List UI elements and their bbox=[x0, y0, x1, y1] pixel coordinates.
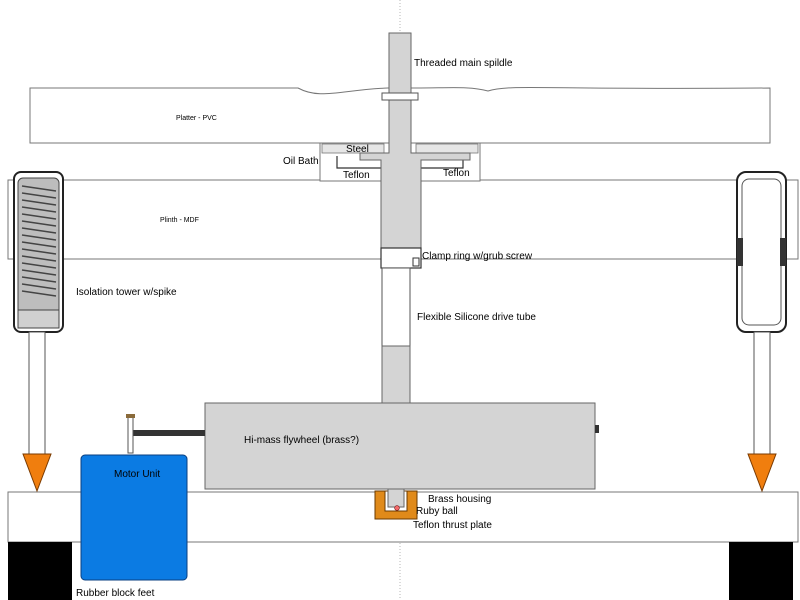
motor-shaft-cap bbox=[126, 414, 135, 418]
teflon-bearing-left bbox=[336, 156, 385, 169]
isolation-tower-inner-right bbox=[741, 178, 782, 326]
spike-right bbox=[747, 453, 777, 493]
label-brass-housing: Brass housing bbox=[428, 494, 491, 505]
isolation-tower-base-left bbox=[17, 309, 60, 329]
flywheel bbox=[204, 402, 596, 490]
label-flywheel: Hi-mass flywheel (brass?) bbox=[244, 435, 359, 446]
isolation-tower-clip-left bbox=[737, 238, 743, 266]
spike-rod-right bbox=[753, 331, 771, 455]
label-isolation-tower: Isolation tower w/spike bbox=[76, 287, 177, 298]
rubber-foot-left bbox=[8, 542, 72, 600]
label-plinth: Plinth - MDF bbox=[160, 217, 199, 224]
label-ruby-ball: Ruby ball bbox=[416, 506, 458, 517]
grub-screw bbox=[412, 257, 420, 267]
motor-shaft-post bbox=[127, 414, 134, 454]
flexible-drive-tube bbox=[381, 267, 411, 347]
label-teflon-right: Teflon bbox=[443, 168, 470, 179]
spike-left bbox=[22, 453, 52, 493]
label-spindle: Threaded main spildle bbox=[414, 58, 513, 69]
flywheel-shaft bbox=[381, 345, 411, 405]
thrust-bearing-shaft bbox=[387, 488, 405, 508]
steel-cap-left bbox=[321, 143, 385, 154]
isolation-tower-clip-right bbox=[780, 238, 786, 266]
spike-rod-left bbox=[28, 331, 46, 455]
label-steel: Steel bbox=[346, 144, 369, 155]
label-feet: Rubber block feet bbox=[76, 588, 155, 599]
isolation-spring-coils-left bbox=[21, 185, 57, 297]
flywheel-axle-stub bbox=[595, 425, 599, 433]
label-thrust-plate: Teflon thrust plate bbox=[413, 520, 492, 531]
rubber-foot-right bbox=[729, 542, 793, 600]
motor-unit bbox=[80, 454, 188, 581]
label-platter: Platter - PVC bbox=[176, 115, 217, 122]
motor-drive-shaft bbox=[130, 430, 205, 436]
platter-retaining-nut bbox=[381, 92, 419, 101]
label-oil-bath: Oil Bath bbox=[283, 156, 319, 167]
label-clamp-ring: Clamp ring w/grub screw bbox=[422, 251, 533, 262]
ruby-ball bbox=[394, 505, 400, 511]
label-teflon-left: Teflon bbox=[343, 170, 370, 181]
label-drive-tube: Flexible Silicone drive tube bbox=[417, 312, 536, 323]
label-motor: Motor Unit bbox=[114, 469, 160, 480]
steel-cap-right bbox=[415, 143, 479, 154]
